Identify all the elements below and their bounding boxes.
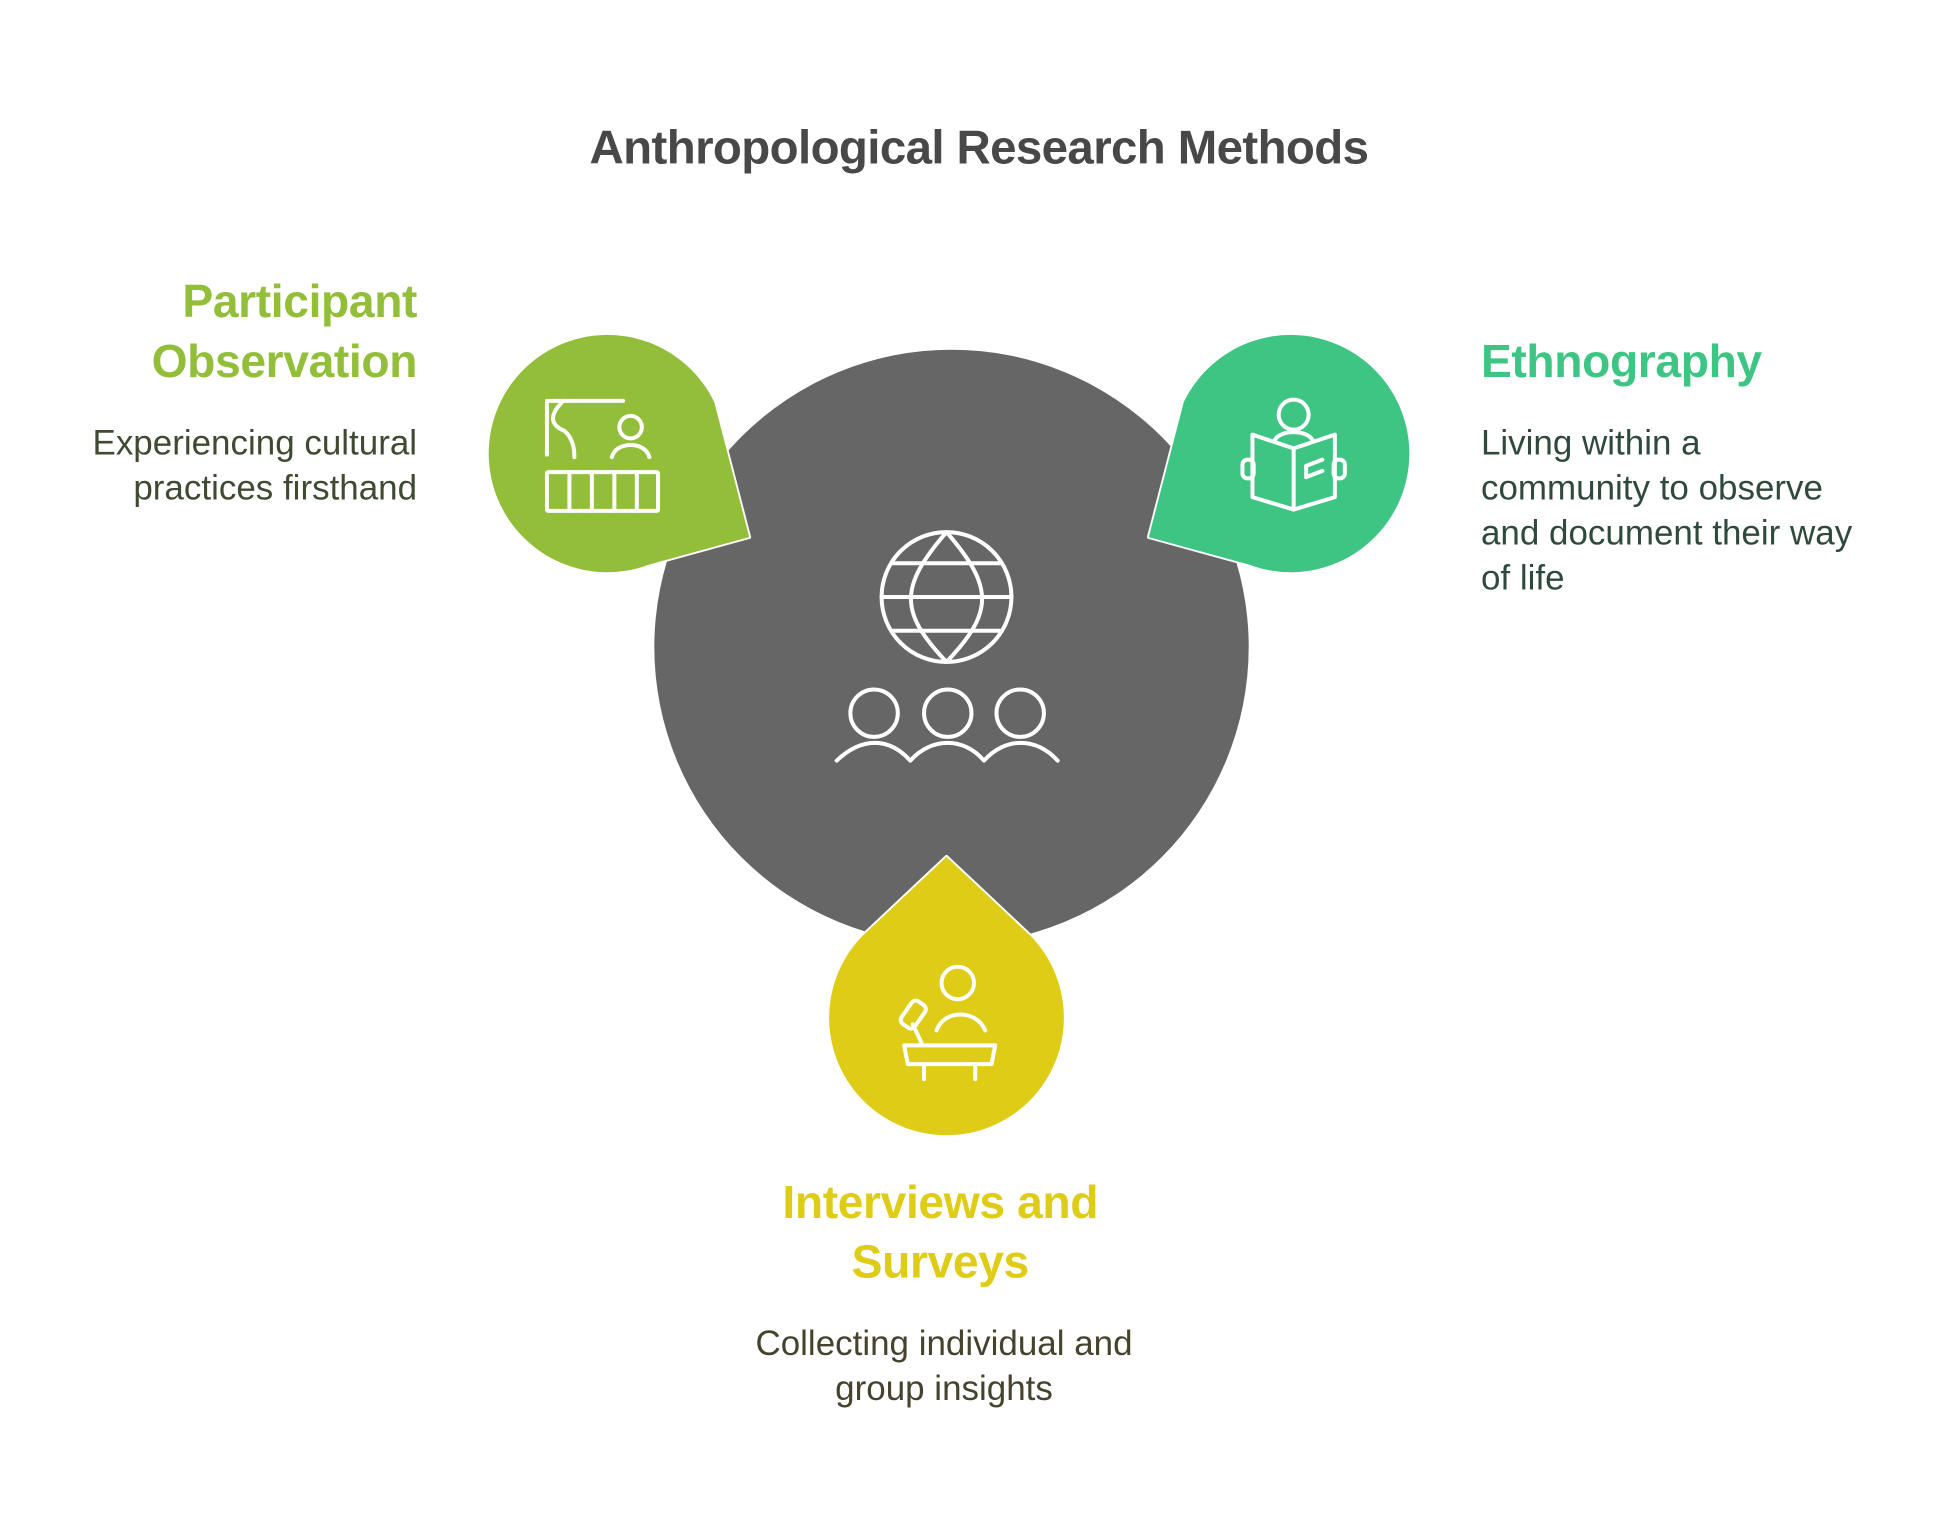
center-hub [654, 349, 1249, 945]
participant-observation-petal [486, 333, 752, 575]
description-line: practices firsthand [133, 468, 418, 508]
interviews-surveys-heading: Interviews and Surveys [691, 1173, 1190, 1293]
description-line: of life [1480, 558, 1565, 598]
ethnography-petal [1146, 333, 1412, 575]
speaker-at-podium-icon [898, 964, 998, 1082]
ethnography-heading: Ethnography [1481, 332, 1931, 392]
description-line: and document their way [1480, 513, 1853, 553]
description-line: Experiencing cultural [92, 423, 418, 463]
heading-line: Interviews and [782, 1176, 1099, 1228]
description-line: group insights [835, 1368, 1053, 1408]
participant-observation-heading: Participant Observation [50, 272, 418, 392]
description-line: Collecting individual and [755, 1323, 1133, 1363]
heading-line: Surveys [851, 1236, 1030, 1288]
ethnography-description: Living within a community to observe and… [1481, 421, 1943, 601]
heading-line: Participant [182, 276, 418, 328]
description-line: Living within a [1480, 423, 1701, 463]
classroom-teacher-icon [544, 398, 661, 513]
heading-line: Ethnography [1480, 335, 1762, 388]
person-reading-book-icon [1240, 397, 1347, 512]
interviews-surveys-description: Collecting individual and group insights [694, 1321, 1193, 1411]
participant-observation-description: Experiencing cultural practices firsthan… [25, 421, 418, 511]
description-line: community to observe [1480, 468, 1823, 508]
heading-line: Observation [151, 335, 418, 388]
globe-icon [879, 530, 1014, 664]
diagram-title: Anthropological Research Methods [589, 122, 1370, 175]
group-of-people-icon [834, 687, 1060, 763]
